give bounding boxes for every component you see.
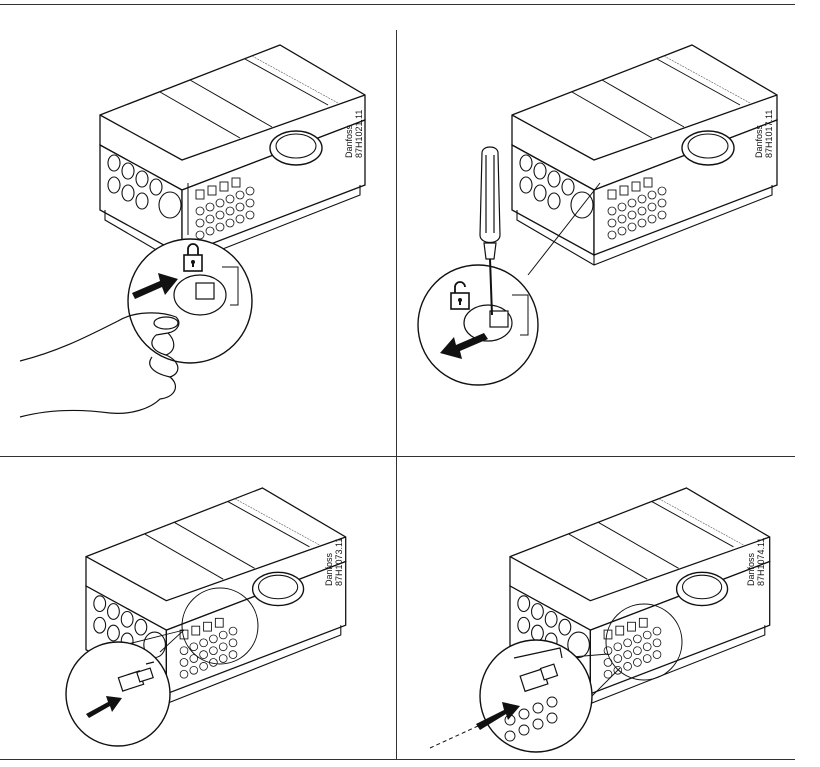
push-arrow-icon xyxy=(86,696,122,718)
controller-illustration xyxy=(511,44,778,266)
drawing-number: 87H1017.11 xyxy=(764,109,774,158)
brand-label: Danfoss xyxy=(344,124,354,158)
bottom-rule xyxy=(0,759,795,760)
reference-code: Danfoss 87H1017.11 xyxy=(754,110,774,158)
pull-arrow-icon xyxy=(440,333,488,359)
panel-unlock: Danfoss 87H1017.11 xyxy=(400,5,790,455)
push-arrow-icon xyxy=(132,273,178,299)
brand-label: Danfoss xyxy=(324,552,334,586)
push-arrow-icon xyxy=(429,702,520,749)
panel-connect-plug: Danfoss 87H1074.11 xyxy=(400,458,790,758)
reference-code: Danfoss 87H1073.11 xyxy=(324,538,344,586)
brand-label: Danfoss xyxy=(746,552,756,586)
reference-code: Danfoss 87H1074.11 xyxy=(746,538,766,586)
horizontal-divider xyxy=(0,456,795,457)
screwdriver-icon xyxy=(479,146,501,316)
brand-label: Danfoss xyxy=(754,124,764,158)
panel-insert-plug: Danfoss 87H1073.11 xyxy=(0,458,390,758)
top-rule xyxy=(0,4,795,5)
plug-icon xyxy=(117,661,155,692)
vertical-divider xyxy=(396,30,397,760)
drawing-number: 87H1073.11 xyxy=(334,537,344,586)
plug-icon xyxy=(513,647,563,693)
terminal-grid xyxy=(504,696,558,742)
panel-lock: Danfoss 87H1021.11 xyxy=(0,5,390,455)
controller-illustration xyxy=(99,44,366,266)
drawing-number: 87H1021.11 xyxy=(354,109,364,158)
hand-icon xyxy=(19,312,180,418)
reference-code: Danfoss 87H1021.11 xyxy=(344,110,364,158)
drawing-number: 87H1074.11 xyxy=(756,537,766,586)
